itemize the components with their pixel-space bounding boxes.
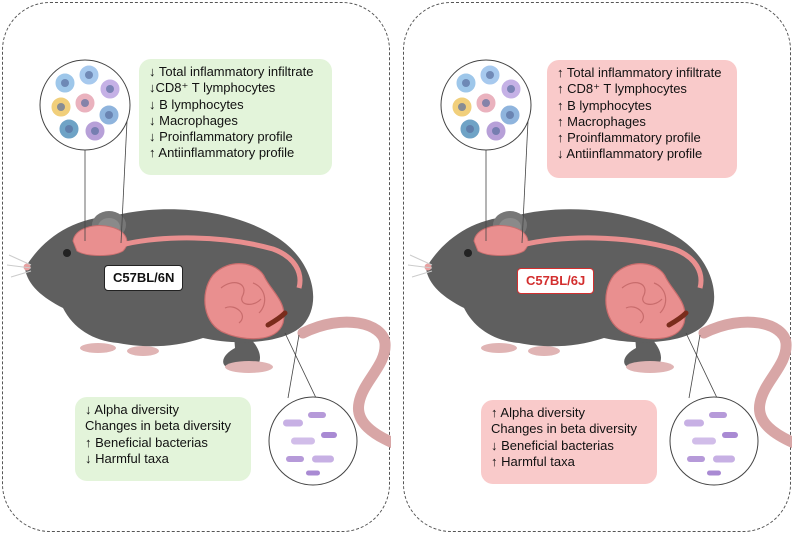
cell-nucleus (91, 127, 99, 135)
bacterium (312, 455, 334, 463)
microbiota-line: Changes in beta diversity (85, 418, 231, 434)
microbiota-line: Changes in beta diversity (491, 421, 637, 437)
bacterium (687, 456, 705, 462)
bacterium (283, 419, 303, 427)
callout-line (287, 334, 300, 399)
eye (464, 249, 472, 257)
bacterium (707, 470, 721, 476)
hind-leg (624, 323, 662, 368)
intestine-folds (621, 282, 667, 324)
immune-line: ↑ Antiinflammatory profile (149, 145, 295, 161)
cell-nucleus (462, 79, 470, 87)
intestine (204, 263, 285, 340)
bacterium (692, 437, 716, 445)
tail (297, 316, 391, 449)
immune-summary-box: ↓ Total inflammatory infiltrate ↓CD8⁺ T … (139, 59, 332, 175)
cell-nucleus (466, 125, 474, 133)
immune-line: ↑ Macrophages (557, 113, 646, 129)
hind-leg (223, 323, 261, 368)
front-foot (127, 346, 159, 356)
colon-segment (265, 310, 288, 328)
microbiota-line: ↑ Alpha diversity (491, 405, 585, 420)
cell-nucleus (65, 125, 73, 133)
spinal-cord (521, 235, 704, 289)
mouse-group (6, 59, 391, 486)
immune-line: ↓CD8⁺ T lymphocytes (149, 80, 276, 96)
immune-line: ↑ B lymphocytes (557, 97, 652, 113)
front-foot (528, 346, 560, 356)
microbiota-line: ↓ Harmful taxa (85, 450, 169, 466)
spinal-cord (120, 235, 303, 289)
front-foot (80, 343, 116, 353)
bacterium (684, 419, 704, 427)
bacterium (308, 412, 326, 418)
intestine (605, 263, 686, 340)
bacterium (286, 456, 304, 462)
immune-line: ↓ Total inflammatory infiltrate (149, 64, 314, 79)
cell-nucleus (506, 111, 514, 119)
whiskers (407, 254, 433, 278)
microbiota-summary-box: ↑ Alpha diversity Changes in beta divers… (481, 400, 657, 484)
cell-nucleus (482, 99, 490, 107)
whiskers (6, 254, 32, 278)
immune-line: ↓ B lymphocytes (149, 96, 244, 112)
cell-nucleus (507, 85, 515, 93)
microbiota-line: ↓ Alpha diversity (85, 402, 179, 417)
callout-line (688, 334, 701, 399)
callout-line (120, 120, 128, 244)
immune-line: ↑ CD8⁺ T lymphocytes (557, 81, 687, 97)
tail (698, 316, 792, 449)
bacterium (306, 470, 320, 476)
microbiota-line: ↓ Beneficial bacterias (491, 437, 614, 453)
front-foot (481, 343, 517, 353)
hind-foot (225, 361, 273, 373)
hind-foot (626, 361, 674, 373)
mouse-illustration-left (6, 59, 391, 486)
colon-segment (666, 310, 689, 328)
immune-line: ↑ Total inflammatory infiltrate (557, 65, 722, 80)
bacterium (321, 432, 337, 438)
cell-nucleus (492, 127, 500, 135)
microbiota-line: ↑ Beneficial bacterias (85, 434, 208, 450)
immune-line: ↓ Antiinflammatory profile (557, 146, 703, 162)
immune-summary-box: ↑ Total inflammatory infiltrate ↑ CD8⁺ T… (547, 60, 737, 178)
intestine-folds (220, 282, 266, 324)
immune-line: ↓ Proinflammatory profile (149, 129, 293, 145)
cell-nucleus (81, 99, 89, 107)
microbiota-summary-box: ↓ Alpha diversity Changes in beta divers… (75, 397, 251, 481)
eye (63, 249, 71, 257)
panel-c57bl6j: ↑ Total inflammatory infiltrate ↑ CD8⁺ T… (403, 2, 792, 532)
bacterium (709, 412, 727, 418)
brain (72, 225, 128, 256)
cell-nucleus (106, 85, 114, 93)
brain (473, 225, 529, 256)
strain-label: C57BL/6J (517, 268, 595, 294)
immune-line: ↓ Macrophages (149, 112, 238, 128)
cell-nucleus (458, 103, 466, 111)
strain-label: C57BL/6N (104, 265, 184, 291)
cell-nucleus (85, 71, 93, 79)
cell-nucleus (57, 103, 65, 111)
immune-line: ↑ Proinflammatory profile (557, 130, 701, 146)
panel-c57bl6n: ↓ Total inflammatory infiltrate ↓CD8⁺ T … (2, 2, 391, 532)
bacterium (713, 455, 735, 463)
cell-nucleus (61, 79, 69, 87)
cell-nucleus (105, 111, 113, 119)
cell-nucleus (486, 71, 494, 79)
bacterium (291, 437, 315, 445)
microbiota-line: ↑ Harmful taxa (491, 453, 575, 469)
callout-line (521, 120, 529, 244)
bacterium (722, 432, 738, 438)
